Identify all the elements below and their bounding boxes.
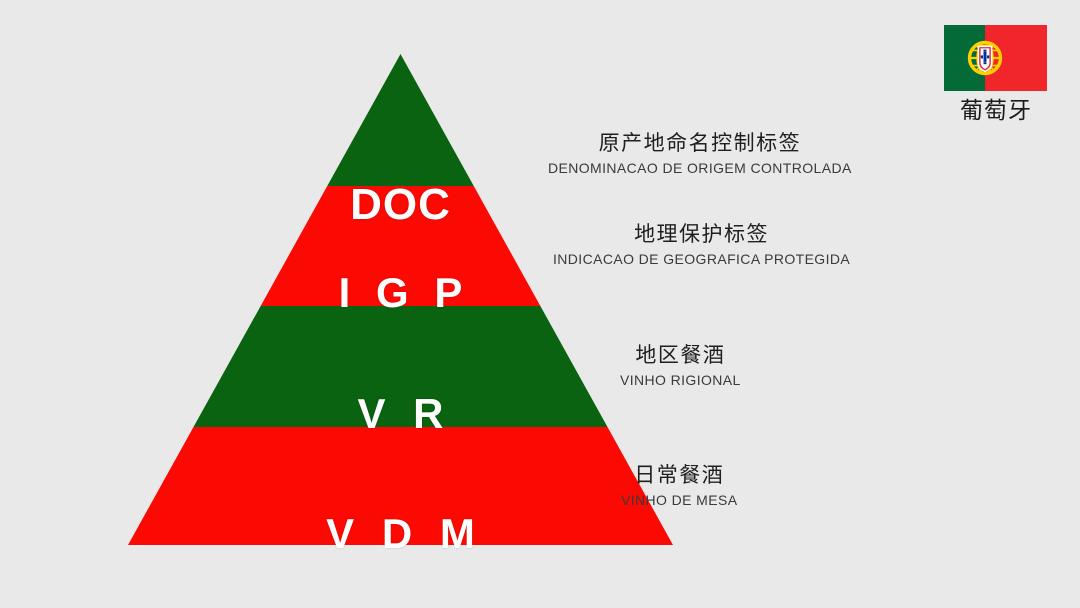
country-flag-block: 葡萄牙 — [944, 25, 1048, 123]
pyramid-tier-band-vdm — [128, 427, 673, 545]
portugal-flag-icon — [944, 25, 1047, 91]
annotation-doc-chinese: 原产地命名控制标签 — [598, 132, 802, 155]
annotation-igp-portuguese: INDICACAO DE GEOGRAFICA PROTEGIDA — [553, 251, 851, 268]
annotation-vdm-portuguese: VINHO DE MESA — [621, 492, 738, 509]
annotation-doc-portuguese: DENOMINACAO DE ORIGEM CONTROLADA — [548, 160, 852, 177]
wine-classification-pyramid: DOC I G P V R V D M — [128, 54, 673, 557]
annotation-vr-portuguese: VINHO RIGIONAL — [620, 372, 741, 389]
country-name-label: 葡萄牙 — [960, 97, 1032, 123]
annotation-igp: 地理保护标签 INDICACAO DE GEOGRAFICA PROTEGIDA — [553, 222, 850, 269]
annotation-igp-chinese: 地理保护标签 — [634, 223, 770, 246]
pyramid-tier-band-vr — [128, 306, 673, 427]
annotation-vdm: 日常餐酒 VINHO DE MESA — [621, 463, 737, 510]
annotation-vr: 地区餐酒 VINHO RIGIONAL — [620, 343, 741, 390]
annotation-doc: 原产地命名控制标签 DENOMINACAO DE ORIGEM CONTROLA… — [548, 131, 852, 178]
annotation-vdm-chinese: 日常餐酒 — [634, 464, 725, 487]
pyramid-shape — [128, 54, 673, 545]
annotation-vr-chinese: 地区餐酒 — [635, 344, 726, 367]
